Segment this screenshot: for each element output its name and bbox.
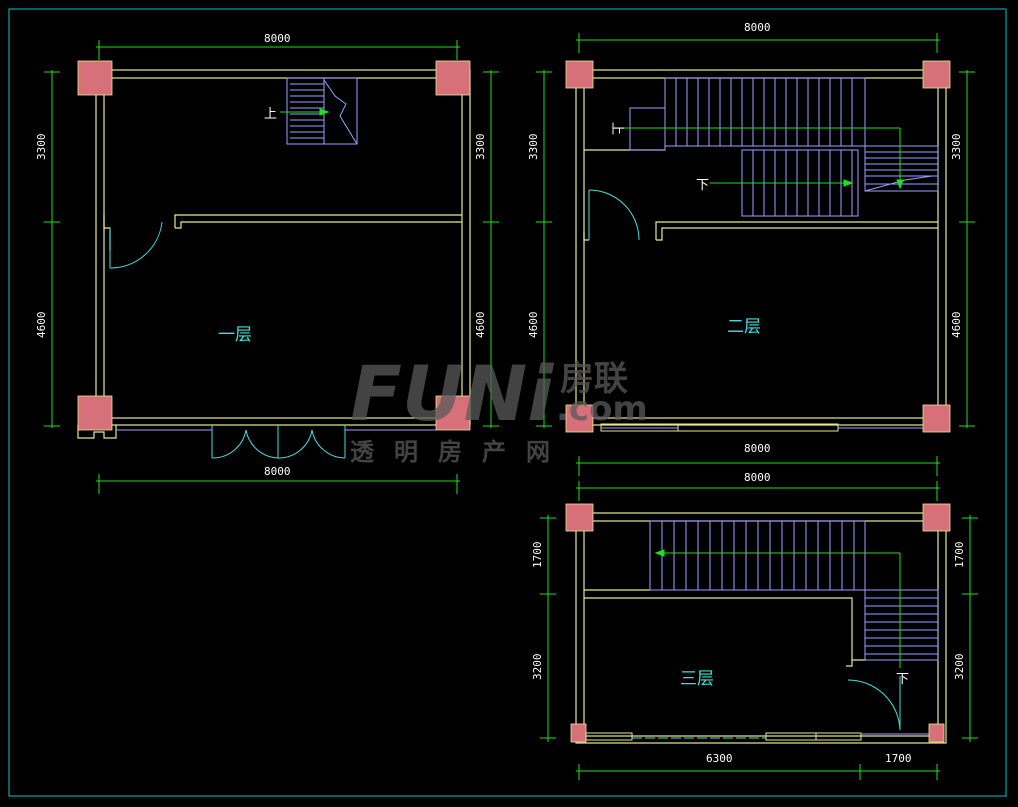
floor-1-columns bbox=[77, 60, 471, 431]
floor-1-room-label: 一层 bbox=[218, 325, 252, 345]
floor-2-door bbox=[588, 189, 640, 241]
floor-1-dim-left-upper: 3300 bbox=[35, 134, 48, 161]
floor-3-front-glazing bbox=[585, 732, 929, 741]
floor-3-dim-right-upper: 1700 bbox=[953, 542, 966, 569]
floor-3-plan: 下 三层 8000 6300 1700 1700 3200 1700 3200 bbox=[531, 471, 978, 780]
floor-2-room-label: 二层 bbox=[727, 317, 761, 337]
floor-3-stair-arrow bbox=[654, 549, 901, 668]
floor-3-dim-left-lower: 3200 bbox=[531, 654, 544, 681]
floor-1-stair bbox=[286, 77, 358, 145]
floor-2-stair-down-label: 下 bbox=[696, 178, 709, 193]
floor-1-dim-top: 8000 bbox=[264, 32, 291, 45]
floor-3-door bbox=[847, 676, 901, 731]
floor-1-stair-up-label: 上 bbox=[264, 107, 277, 122]
floor-2-columns bbox=[565, 60, 951, 433]
floor-2-dim-left-lower: 4600 bbox=[527, 312, 540, 339]
floor-3-stair bbox=[649, 520, 939, 661]
floor-2-dimension-lines bbox=[536, 33, 975, 476]
floor-1-stair-arrow bbox=[280, 108, 330, 116]
floor-3-walls bbox=[575, 512, 947, 744]
floor-2-walls bbox=[575, 69, 947, 426]
floor-3-dim-right-lower: 3200 bbox=[953, 654, 966, 681]
floor-3-dim-bottom-right: 1700 bbox=[885, 752, 912, 765]
floor-2-dim-top: 8000 bbox=[744, 21, 771, 34]
floor-2-stair-lower-run bbox=[741, 145, 939, 217]
floor-2-plan: 上 下 二层 8000 8000 3300 4600 3300 4600 bbox=[527, 21, 975, 476]
watermark-brand: FUNi bbox=[350, 349, 554, 438]
floor-1-side-door bbox=[109, 221, 163, 269]
floor-2-dim-right-upper: 3300 bbox=[950, 134, 963, 161]
watermark-tagline: 透明房产网 bbox=[350, 438, 570, 466]
floor-2-dim-right-lower: 4600 bbox=[950, 312, 963, 339]
floor-2-front-glazing bbox=[593, 423, 923, 432]
floor-1-dim-right-upper: 3300 bbox=[474, 134, 487, 161]
floor-1-dimension-lines bbox=[44, 40, 499, 494]
floor-3-dim-bottom-left: 6300 bbox=[706, 752, 733, 765]
watermark-cn: 房联 bbox=[560, 359, 628, 399]
floor-1-dim-bottom: 8000 bbox=[264, 465, 291, 478]
watermark-logo: FUNi 房联 .com 透明房产网 bbox=[350, 349, 648, 466]
drawing-frame bbox=[8, 8, 1007, 797]
floor-2-stair-up-label: 上 bbox=[609, 122, 624, 135]
floor-1-dim-left-lower: 4600 bbox=[35, 312, 48, 339]
floor-3-stair-down-label: 下 bbox=[896, 672, 909, 687]
floor-3-dimension-lines bbox=[540, 481, 978, 780]
floor-1-front-glazing bbox=[116, 424, 436, 459]
floor-2-stair-arrows bbox=[620, 127, 904, 190]
floor-1-dim-right-lower: 4600 bbox=[474, 312, 487, 339]
floor-2-dim-left-upper: 3300 bbox=[527, 134, 540, 161]
floor-3-dim-top: 8000 bbox=[744, 471, 771, 484]
floor-3-room-label: 三层 bbox=[680, 669, 714, 689]
floor-2-dim-bottom: 8000 bbox=[744, 442, 771, 455]
floor-3-dim-left-upper: 1700 bbox=[531, 542, 544, 569]
floor-2-stair-upper-run bbox=[629, 77, 866, 151]
floor-3-columns bbox=[565, 503, 951, 743]
floor-1-plan: 上 一层 8000 8000 3300 4600 3300 4600 bbox=[35, 32, 499, 494]
watermark-dotcom: .com bbox=[556, 389, 648, 429]
